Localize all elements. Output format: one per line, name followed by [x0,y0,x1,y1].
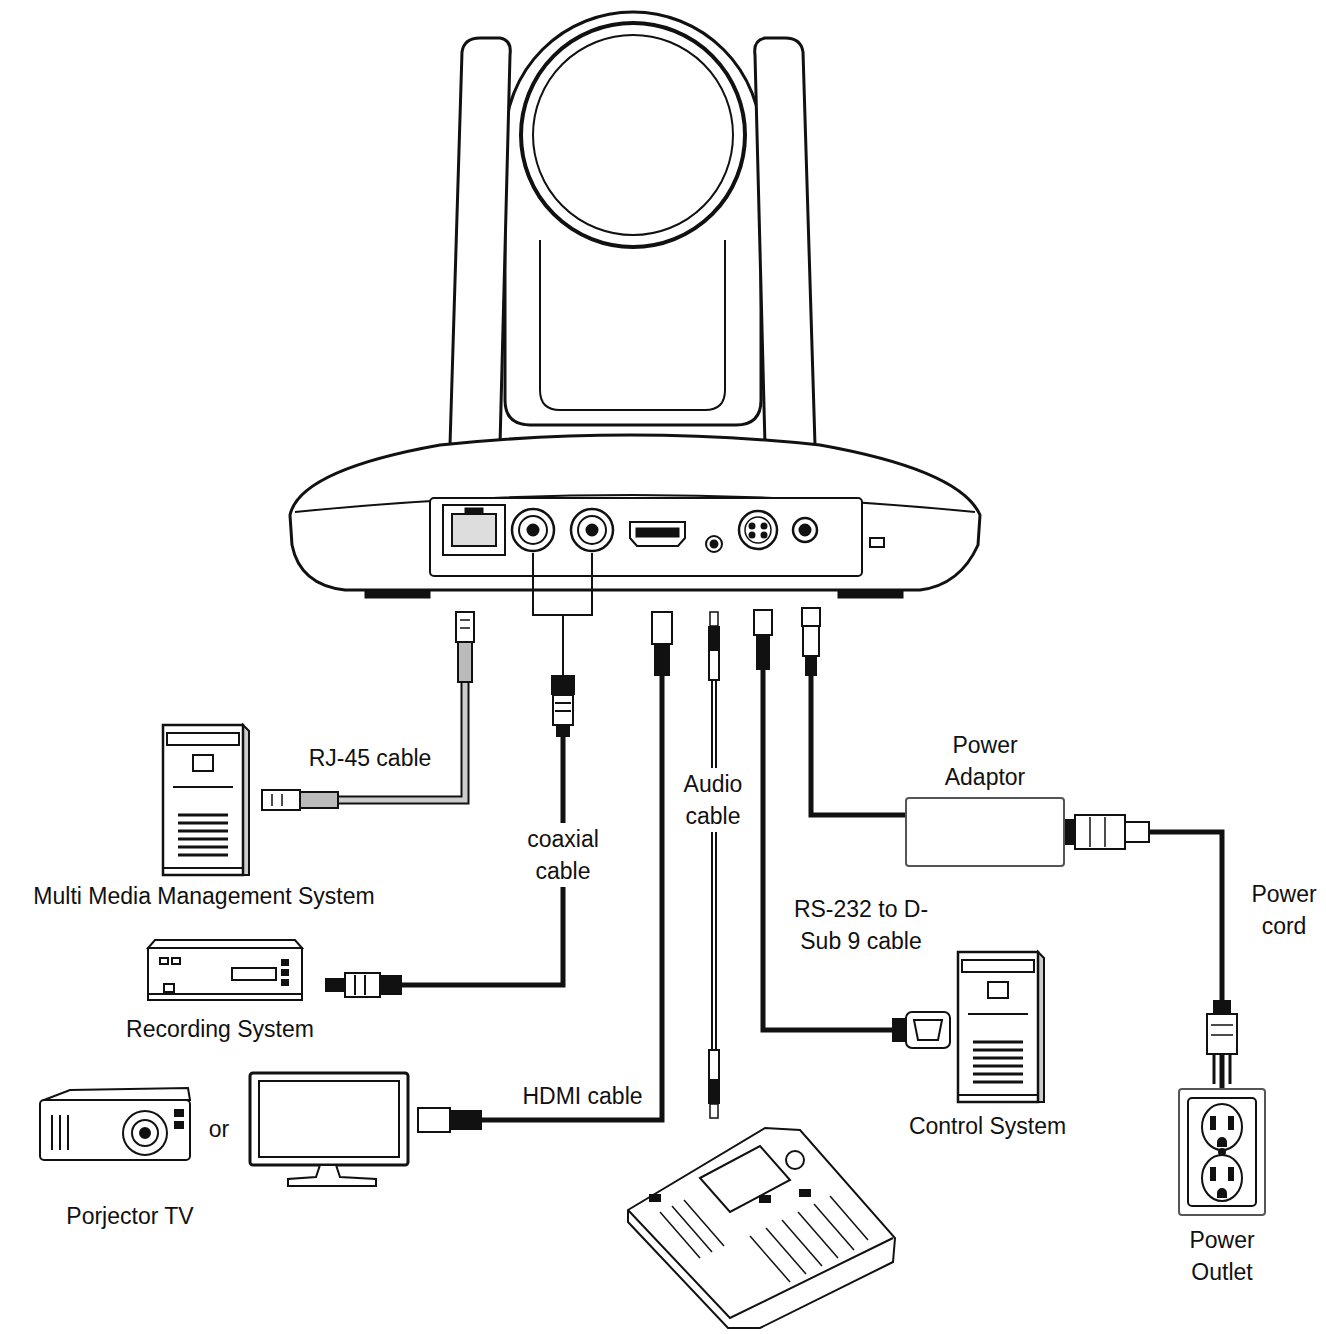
power-cord-line [1065,832,1222,1088]
cable-label: RS-232 to D-Sub 9 cable [772,893,950,957]
adaptor-plug [1065,815,1149,849]
hdmi-cable [418,612,672,1132]
device-label-area: Porjector TV [35,1080,225,1232]
device-label: Control System [909,1110,1066,1142]
outlet-plate: Power Outlet [1178,1088,1266,1216]
audio-cable [708,612,720,1118]
cable-label: Audio cable [670,768,756,832]
computer-tower [958,952,1044,1102]
rs232-cable [754,610,950,1048]
ptz-camera [290,12,980,598]
recorder-icon [148,940,302,1000]
power-cable [802,608,905,815]
device-label: Porjector TV [66,1200,193,1232]
device-label: Power Outlet [1167,1224,1277,1288]
device-label-area: Recording System [110,935,330,1045]
cable-label: RJ-45 cable [295,742,445,774]
audio-mixer-icon [628,1128,895,1328]
computer-tower [163,725,249,875]
cable-label: coaxial cable [505,823,621,887]
tv-icon [250,1073,408,1186]
rj45-cable [262,612,474,810]
device-label: Power Adaptor [920,729,1050,793]
cable-label: or [203,1113,235,1145]
device-label: Multi Media Management System [33,880,374,912]
projector-icon [40,1088,190,1160]
device-label: Recording System [126,1013,314,1045]
coaxial-cable [325,553,592,997]
adaptor-box: Power Adaptor [905,797,1065,867]
cable-label: Power cord [1244,878,1324,942]
device-label-area: Control System [895,948,1080,1142]
cable-label: HDMI cable [510,1080,655,1112]
outlet-sockets [1188,1098,1256,1206]
wall-plug [1207,1000,1237,1084]
